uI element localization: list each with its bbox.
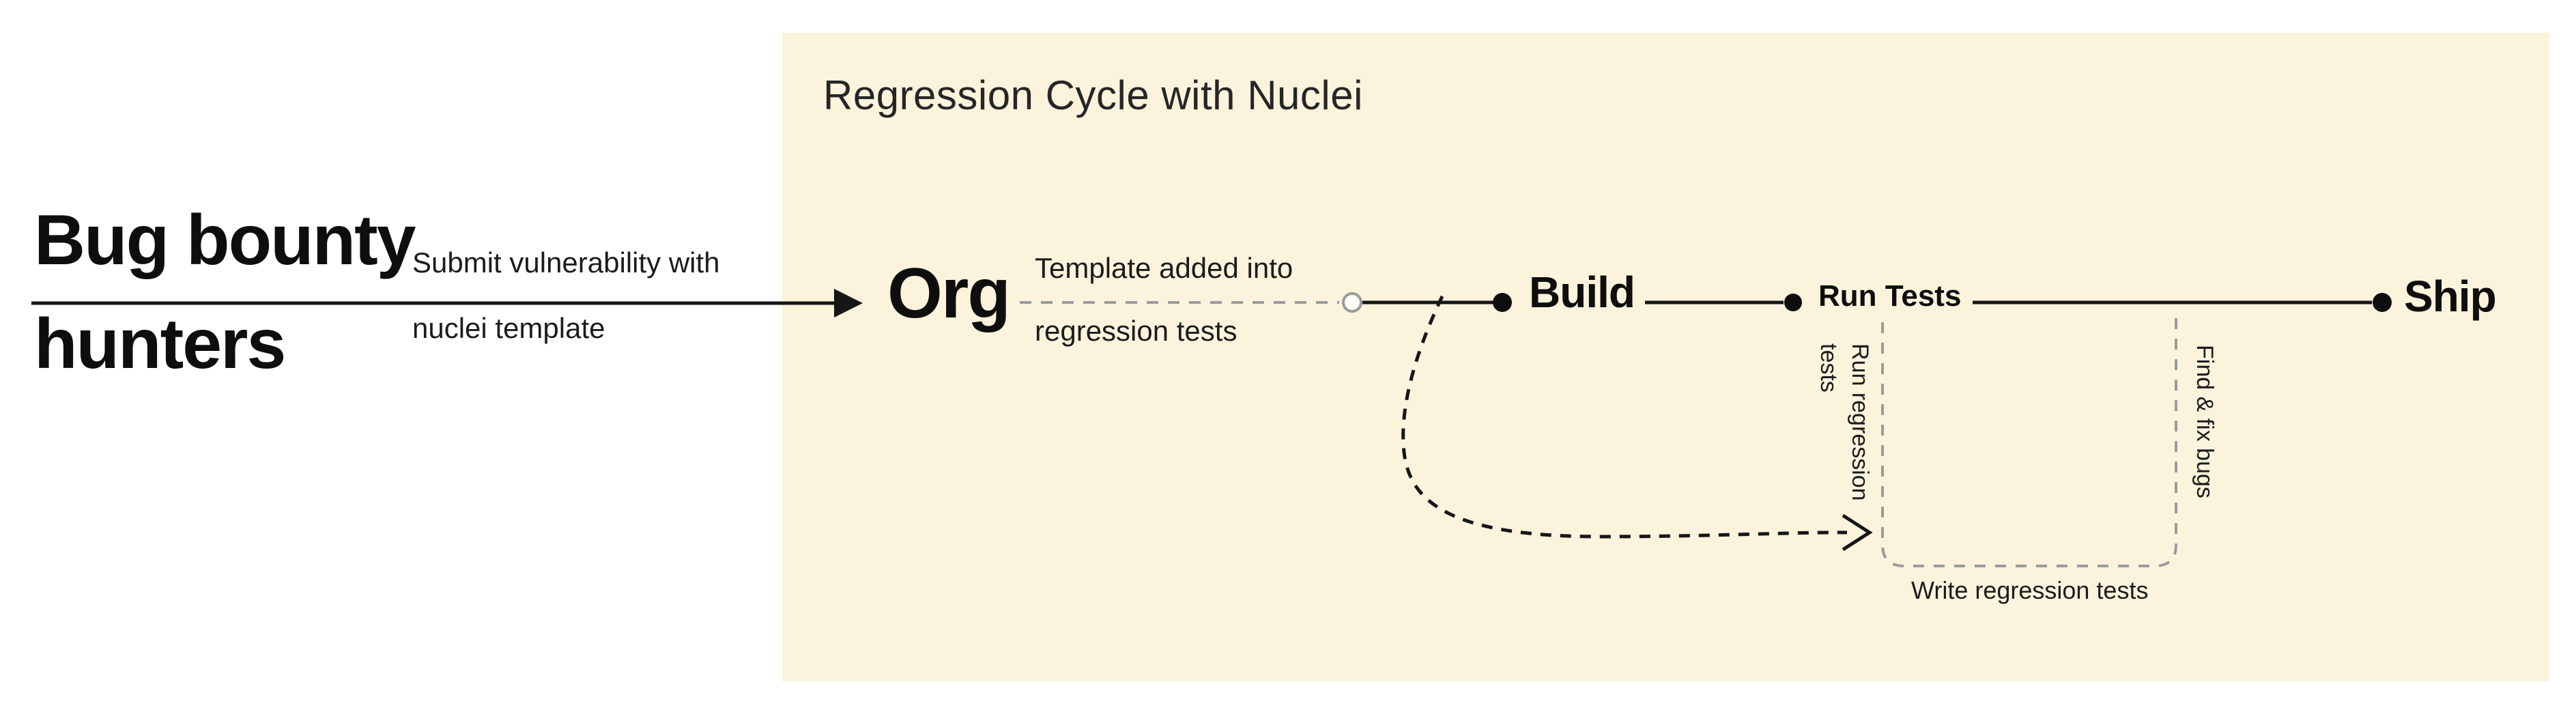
find-fix-bugs-label: Find & fix bugs [2192, 345, 2218, 498]
template-label-line1: Template added into [1035, 252, 1293, 284]
submit-arrow-label-line2: nuclei template [412, 312, 605, 344]
ship-node-label: Ship [2404, 272, 2497, 321]
build-node-label: Build [1529, 268, 1635, 317]
run-tests-node-label: Run Tests [1818, 279, 1962, 313]
submit-arrow-label-line1: Submit vulnerability with [412, 246, 720, 279]
org-node-label: Org [887, 254, 1011, 333]
actor-label-line2: hunters [34, 304, 286, 384]
write-regression-tests-label: Write regression tests [1911, 576, 2149, 604]
template-label-line2: regression tests [1035, 315, 1237, 347]
panel-title: Regression Cycle with Nuclei [823, 72, 1363, 118]
actor-label-line1: Bug bounty [34, 201, 416, 280]
run-regression-tests-label: Run regression tests [1816, 343, 1873, 501]
regression-cycle-panel [782, 33, 2549, 681]
